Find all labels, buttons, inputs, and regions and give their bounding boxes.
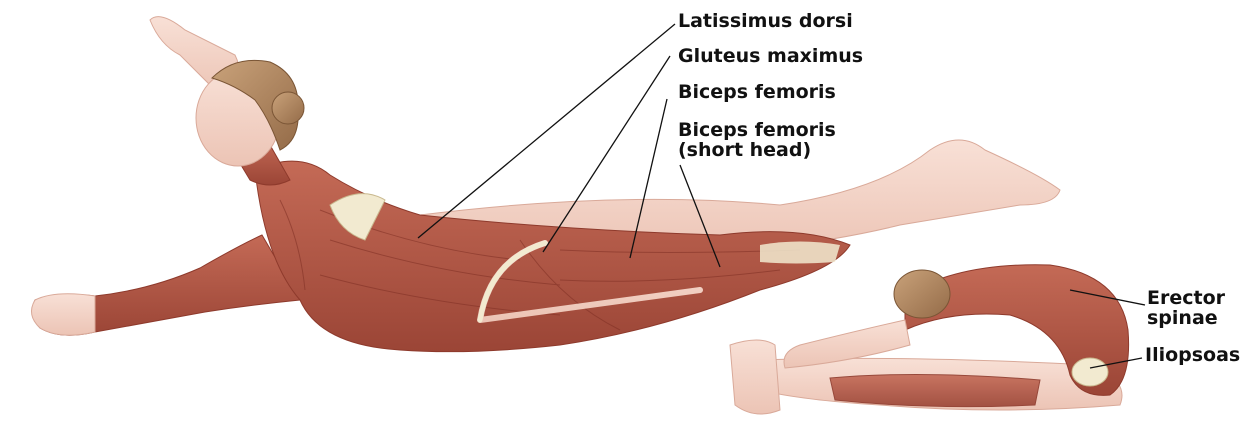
hand [31,294,95,335]
seated-thigh-muscles [830,374,1040,406]
hair-bun [272,92,304,124]
label-erector-spinae-line2: spinae [1147,308,1218,329]
label-erector-spinae-line1: Erector [1147,288,1225,309]
knee-tendon [760,242,840,264]
seated-figure [730,265,1129,414]
label-biceps-femoris-short-line1: Biceps femoris [678,120,836,141]
seated-feet [730,340,780,414]
label-gluteus-maximus: Gluteus maximus [678,46,863,67]
label-latissimus-dorsi: Latissimus dorsi [678,11,853,32]
seated-head [894,270,950,318]
label-biceps-femoris: Biceps femoris [678,82,836,103]
label-iliopsoas: Iliopsoas [1145,345,1240,366]
seated-hip-joint [1072,358,1108,386]
label-biceps-femoris-short-line2: (short head) [678,140,811,161]
